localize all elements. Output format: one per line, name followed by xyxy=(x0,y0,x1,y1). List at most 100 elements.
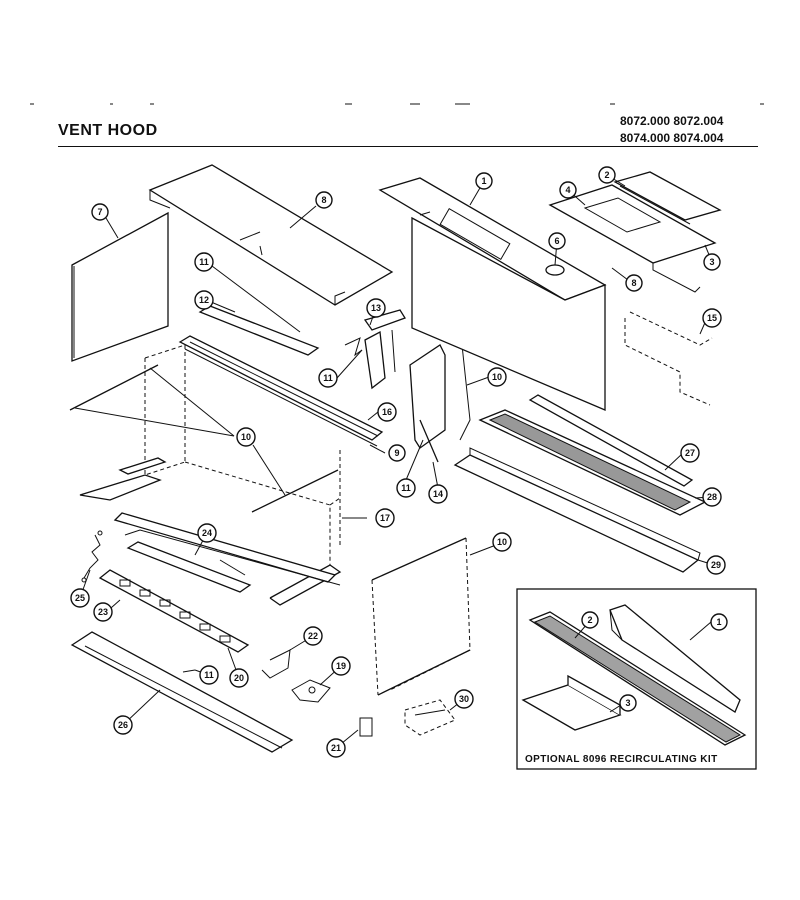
page-title: VENT HOOD xyxy=(58,122,158,139)
callout-label: 21 xyxy=(331,743,341,753)
callout: 8 xyxy=(315,191,333,209)
callout-label: 10 xyxy=(241,432,251,442)
callout: 24 xyxy=(197,523,217,543)
callout-label: 4 xyxy=(565,185,570,195)
callout-label: 22 xyxy=(308,631,318,641)
model-number: 8072.000 xyxy=(620,114,671,128)
header-rule xyxy=(58,146,758,147)
part-front-glass xyxy=(371,537,471,696)
callout-label: 1 xyxy=(481,176,486,186)
model-number: 8074.004 xyxy=(673,131,724,145)
callout-label: 11 xyxy=(323,373,333,383)
callout-label: 15 xyxy=(707,313,717,323)
callout: 9 xyxy=(388,444,406,462)
model-row-1: 8072.000 8072.004 xyxy=(620,113,723,130)
callout: 3 xyxy=(703,253,721,271)
callout-label: 8 xyxy=(631,278,636,288)
part-hardware-bag xyxy=(404,699,456,736)
callout: 1 xyxy=(710,613,728,631)
callout: 2 xyxy=(581,611,599,629)
callout-label: 20 xyxy=(234,673,244,683)
callout-label: 14 xyxy=(433,489,443,499)
callout-label: 3 xyxy=(625,698,630,708)
callout: 16 xyxy=(377,402,397,422)
callout-label: 16 xyxy=(382,407,392,417)
callout-label: 10 xyxy=(497,537,507,547)
callout: 11 xyxy=(194,252,214,272)
part-dashed-panel xyxy=(624,311,713,406)
callout-label: 24 xyxy=(202,528,212,538)
callout-label: 27 xyxy=(685,448,695,458)
part-bar xyxy=(528,394,694,487)
callout: 8 xyxy=(625,274,643,292)
part-lamp-strip xyxy=(98,541,252,653)
callout: 11 xyxy=(199,665,219,685)
callout-group: 1 2 3 4 6 7 8 8 9 10 10 10 11 11 11 11 1… xyxy=(70,166,728,758)
callout-label: 9 xyxy=(394,448,399,458)
part-wire-clip xyxy=(81,530,103,583)
callout-label: 10 xyxy=(492,372,502,382)
part-front-panel xyxy=(113,512,341,586)
part-side-panel xyxy=(71,211,169,362)
callout: 19 xyxy=(331,656,351,676)
callout-label: 2 xyxy=(604,170,609,180)
part-flap xyxy=(409,344,471,463)
callout: 27 xyxy=(680,443,700,463)
callout: 11 xyxy=(318,368,338,388)
recirculating-kit-inset: OPTIONAL 8096 RECIRCULATING KIT xyxy=(516,588,757,770)
callout-label: 11 xyxy=(204,670,214,680)
kit-label: OPTIONAL 8096 RECIRCULATING KIT xyxy=(525,754,718,765)
callout-label: 26 xyxy=(118,720,128,730)
callout: 12 xyxy=(194,290,214,310)
callout: 10 xyxy=(236,427,256,447)
callout: 26 xyxy=(113,715,133,735)
model-number: 8074.000 xyxy=(620,131,671,145)
callout: 1 xyxy=(475,172,493,190)
callout: 6 xyxy=(548,232,566,250)
callout: 23 xyxy=(93,602,113,622)
callout-label: 29 xyxy=(711,560,721,570)
callout: 29 xyxy=(706,555,726,575)
part-hardware xyxy=(182,649,373,737)
part-bracket xyxy=(198,305,320,356)
callout-label: 17 xyxy=(380,513,390,523)
callout-label: 3 xyxy=(709,257,714,267)
part-hood-body xyxy=(378,177,607,411)
callout-label: 8 xyxy=(321,195,326,205)
callout: 20 xyxy=(229,668,249,688)
callout: 28 xyxy=(702,487,722,507)
callout-label: 30 xyxy=(459,694,469,704)
callout: 10 xyxy=(492,532,512,552)
callout-label: 2 xyxy=(587,615,592,625)
callout: 4 xyxy=(559,181,577,199)
part-long-rail xyxy=(178,335,384,447)
callout: 13 xyxy=(366,298,386,318)
callout-label: 6 xyxy=(554,236,559,246)
callout: 25 xyxy=(70,588,90,608)
callout: 17 xyxy=(375,508,395,528)
callout-label: 28 xyxy=(707,492,717,502)
callout-label: 11 xyxy=(401,483,411,493)
callout: 15 xyxy=(702,308,722,328)
callout: 2 xyxy=(598,166,616,184)
callout: 3 xyxy=(619,694,637,712)
callout: 10 xyxy=(487,367,507,387)
part-bottom-trim xyxy=(70,631,294,753)
callout: 14 xyxy=(428,484,448,504)
callout-label: 23 xyxy=(98,607,108,617)
model-numbers: 8072.000 8072.004 8074.000 8074.004 xyxy=(620,113,723,147)
callout: 11 xyxy=(396,478,416,498)
leader-lines xyxy=(74,174,715,749)
part-damper xyxy=(613,171,722,225)
model-number: 8072.004 xyxy=(673,114,724,128)
callout-label: 12 xyxy=(199,295,209,305)
callout-label: 19 xyxy=(336,661,346,671)
model-row-2: 8074.000 8074.004 xyxy=(620,130,723,147)
callout-label: 11 xyxy=(199,257,209,267)
callout-label: 7 xyxy=(97,207,102,217)
callout-label: 25 xyxy=(75,593,85,603)
part-rod xyxy=(69,364,339,513)
callout: 7 xyxy=(91,203,109,221)
